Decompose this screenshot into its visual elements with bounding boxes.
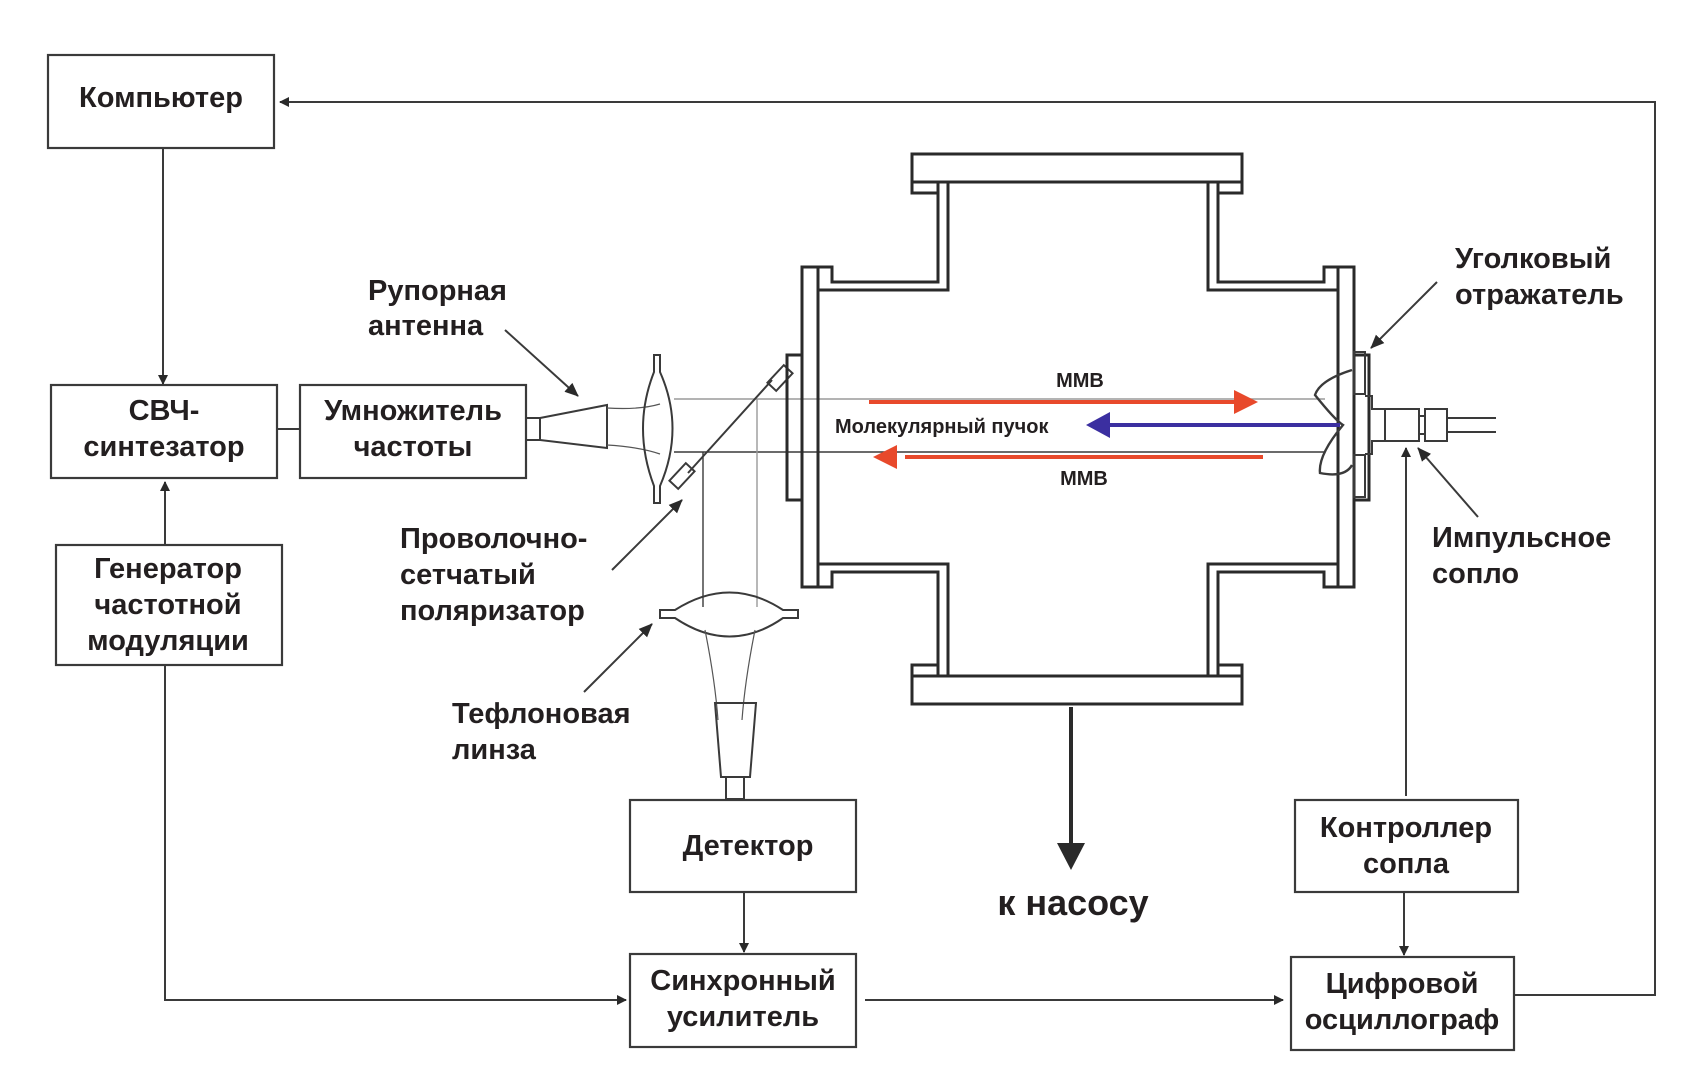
horn-antenna: [525, 403, 661, 455]
callout-polarizer: Проволочно- сетчатый поляризатор: [400, 499, 683, 627]
nozzle-label-1: Импульсное: [1432, 522, 1611, 554]
reflector-label-2: отражатель: [1455, 279, 1624, 311]
teflon-label-1: Тефлоновая: [452, 698, 631, 730]
teflon-lens: [659, 591, 799, 721]
block-fm-generator-label-1: Генератор: [94, 553, 242, 585]
mmw-arrow-forward: [869, 390, 1258, 414]
block-nozzle-controller-label-1: Контроллер: [1320, 812, 1492, 844]
block-nozzle-controller[interactable]: Контроллер сопла: [1293, 798, 1520, 894]
mmw-label-top: ММВ: [1056, 370, 1104, 392]
block-lockin-label-2: усилитель: [667, 1001, 819, 1033]
mmw-arrow-return: [873, 445, 1263, 469]
horn-label-1: Рупорная: [368, 275, 507, 307]
polarizer-label-3: поляризатор: [400, 595, 585, 627]
pump-arrow: [1057, 707, 1085, 870]
osc-to-computer-line: [279, 97, 1656, 996]
block-fm-generator[interactable]: Генератор частотной модуляции: [54, 543, 284, 667]
molecular-beam-arrow: [1086, 412, 1340, 438]
pump-label: к насосу: [997, 882, 1148, 923]
block-synthesizer-label-2: синтезатор: [83, 431, 244, 463]
nozzle-label-2: сопло: [1432, 558, 1519, 590]
block-detector[interactable]: Детектор: [628, 798, 858, 894]
molecular-beam-label: Молекулярный пучок: [835, 416, 1049, 438]
connections: [158, 97, 1656, 1005]
block-computer[interactable]: Компьютер: [46, 53, 276, 150]
callout-corner-reflector: Уголковый отражатель: [1370, 243, 1624, 349]
mmw-label-bottom: ММВ: [1060, 468, 1108, 490]
block-oscilloscope-label-1: Цифровой: [1326, 968, 1479, 1000]
optical-beam-lines: [674, 398, 1325, 607]
callout-teflon-lens: Тефлоновая линза: [452, 623, 653, 766]
wire-grid-polarizer: [668, 363, 794, 491]
block-oscilloscope[interactable]: Цифровой осциллограф: [1289, 955, 1516, 1052]
detector-horn: [713, 702, 758, 800]
callout-pulsed-nozzle: Импульсное сопло: [1417, 447, 1611, 590]
teflon-label-2: линза: [452, 734, 537, 766]
block-oscilloscope-label-2: осциллограф: [1305, 1004, 1500, 1036]
fmgen-to-lockin-line: [164, 665, 627, 1005]
block-multiplier[interactable]: Умножитель частоты: [298, 383, 528, 480]
block-synthesizer-label-1: СВЧ-: [129, 395, 200, 427]
block-fm-generator-label-2: частотной: [94, 589, 241, 621]
block-computer-label: Компьютер: [79, 82, 243, 114]
block-fm-generator-label-3: модуляции: [87, 625, 249, 657]
vacuum-chamber: [785, 152, 1371, 706]
lens-vertical: [642, 354, 674, 504]
block-nozzle-controller-label-2: сопла: [1363, 848, 1450, 880]
block-multiplier-label-1: Умножитель: [324, 395, 502, 427]
block-synthesizer[interactable]: СВЧ- синтезатор: [49, 383, 279, 480]
polarizer-label-2: сетчатый: [400, 559, 536, 591]
pulsed-nozzle: [1365, 395, 1496, 455]
horn-label-2: антенна: [368, 310, 484, 342]
callout-horn-antenna: Рупорная антенна: [368, 275, 579, 397]
reflector-label-1: Уголковый: [1455, 243, 1611, 275]
corner-reflector: [1313, 351, 1366, 498]
block-lockin-amplifier[interactable]: Синхронный усилитель: [628, 952, 858, 1049]
block-lockin-label-1: Синхронный: [650, 965, 835, 997]
block-multiplier-label-2: частоты: [354, 431, 473, 463]
block-detector-label: Детектор: [683, 830, 814, 862]
polarizer-label-1: Проволочно-: [400, 523, 587, 555]
